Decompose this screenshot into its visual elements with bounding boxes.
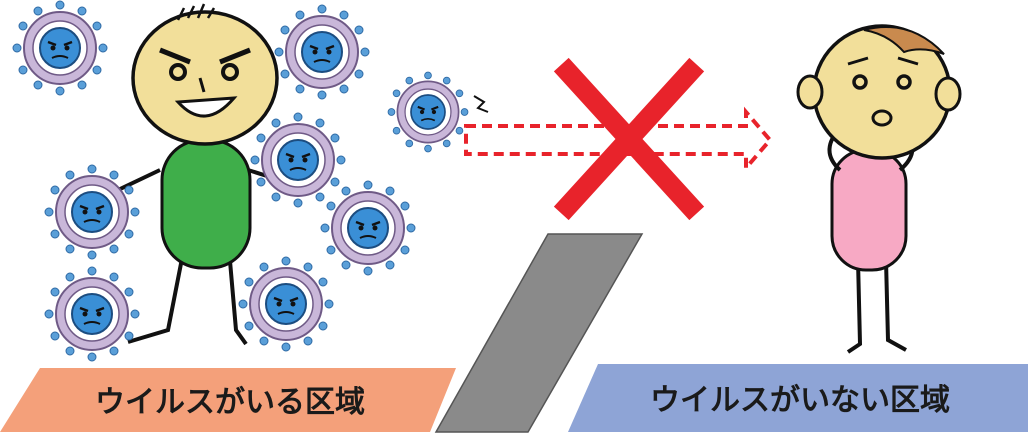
clean-zone-label: ウイルスがいない区域 <box>650 383 950 418</box>
infected-person <box>117 3 287 346</box>
clean-person <box>796 24 962 354</box>
virus-icon <box>386 70 489 154</box>
virus-icon <box>273 3 371 101</box>
cross-icon <box>553 57 705 221</box>
infected-zone-band <box>0 368 456 432</box>
dashed-arrow-icon <box>464 106 773 174</box>
virus-icon <box>237 255 335 353</box>
virus-icon <box>43 265 141 363</box>
barrier-panel <box>434 233 644 433</box>
infected-zone-label: ウイルスがいる区域 <box>95 385 365 420</box>
virus-icon <box>11 0 109 97</box>
clean-zone-band <box>568 364 1028 432</box>
virus-icon <box>319 179 417 277</box>
virus-icon <box>43 163 141 261</box>
virus-icon <box>249 111 347 209</box>
